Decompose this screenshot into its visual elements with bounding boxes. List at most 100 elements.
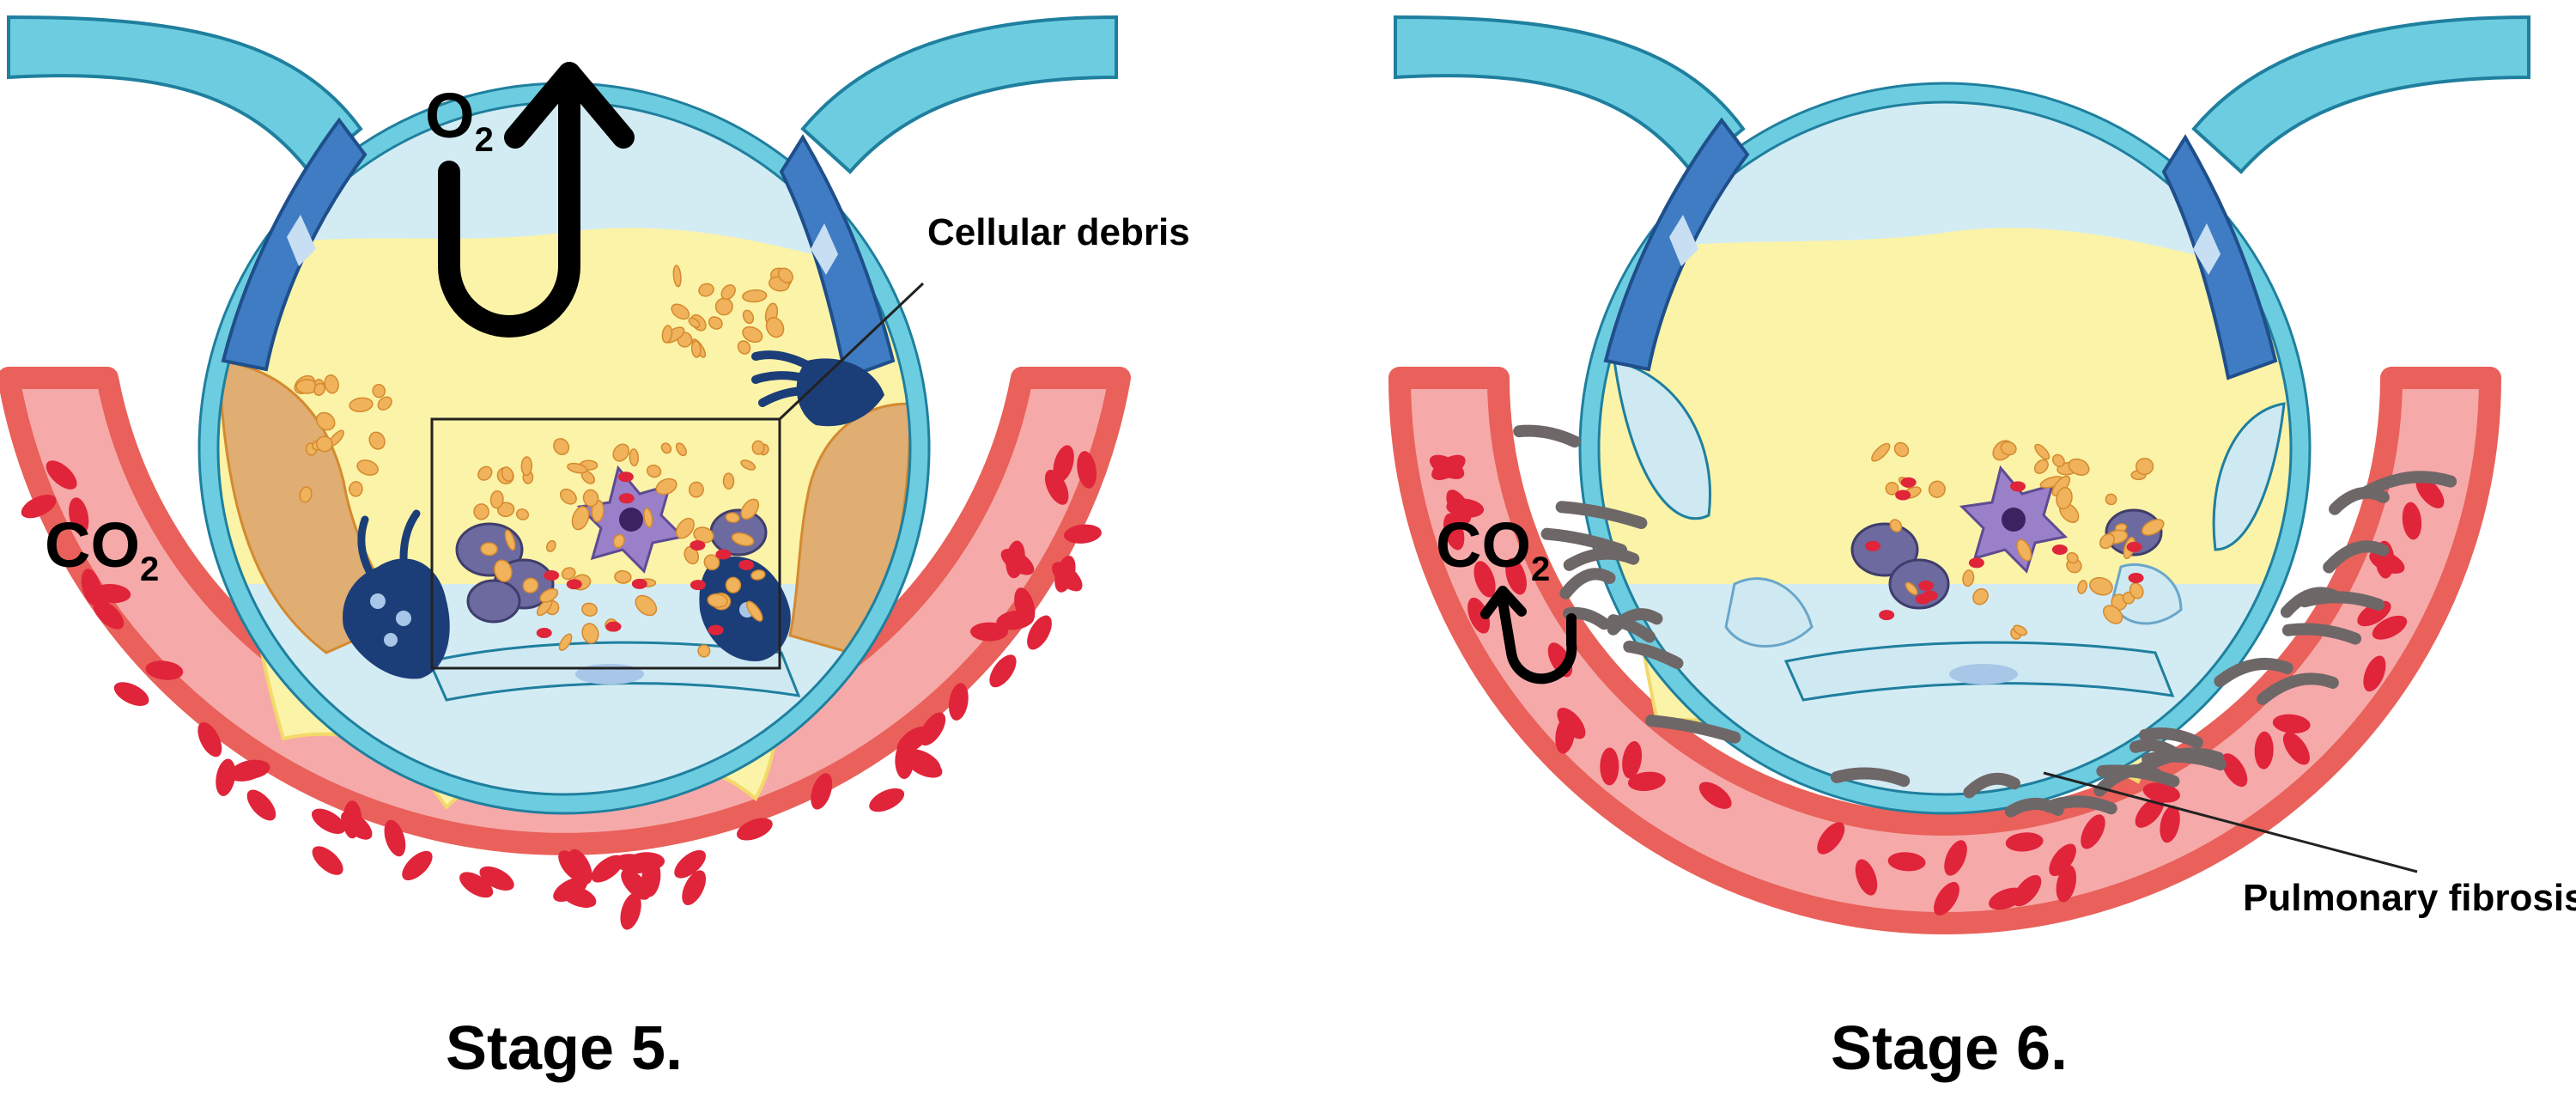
debris-particle: [504, 529, 516, 551]
debris-particle: [571, 506, 590, 531]
debris-particle: [618, 493, 635, 504]
red-blood-cell: [1429, 454, 1465, 479]
fibrosis-strand: [2329, 486, 2390, 515]
red-blood-cell: [1473, 561, 1496, 598]
debris-particle: [313, 382, 325, 397]
red-blood-cell: [384, 819, 406, 857]
debris-particle: [605, 621, 622, 632]
debris-particle: [1885, 481, 1899, 496]
debris-particle: [765, 317, 785, 338]
fibrosis-strand: [1513, 424, 1581, 448]
debris-particle: [2128, 573, 2144, 584]
debris-particle: [582, 489, 599, 508]
red-blood-cell: [21, 495, 57, 519]
fibrosis-strand: [1555, 501, 1648, 530]
fibrosis-strand: [1563, 547, 1640, 571]
debris-particle: [2010, 481, 2026, 492]
debris-particle: [660, 442, 672, 454]
debris-particle: [1962, 569, 1975, 587]
red-blood-cell: [1887, 852, 1926, 872]
debris-particle: [714, 297, 733, 316]
debris-particle: [740, 459, 756, 471]
co2-small-arrow: [1498, 596, 1577, 684]
oxygen-up-arrow: [438, 75, 580, 338]
red-blood-cell: [1052, 562, 1083, 592]
red-blood-cell: [69, 497, 89, 535]
debris-particle: [1879, 610, 1895, 621]
debris-particle: [2033, 459, 2049, 474]
red-blood-cell: [1944, 840, 1967, 876]
red-blood-cell: [969, 622, 1008, 642]
airway-left-tube: [1394, 15, 1746, 174]
debris-particle: [501, 466, 514, 482]
debris-particle: [480, 542, 498, 557]
debris-particle: [315, 435, 333, 453]
red-blood-cell: [553, 877, 588, 903]
debris-particle: [688, 317, 701, 329]
debris-particle: [690, 539, 706, 551]
red-blood-cell: [216, 758, 236, 797]
debris-particle: [1968, 557, 1984, 569]
debris-particle: [675, 442, 687, 457]
debris-particle: [720, 284, 736, 301]
red-blood-cell: [1505, 557, 1527, 595]
debris-particle: [2068, 458, 2090, 476]
red-blood-cell: [1044, 469, 1069, 505]
debris-particle: [725, 512, 740, 523]
stage-6-panel: CO2 Pulmonary fibrosis Stage 6.: [1388, 15, 2576, 1083]
debris-particle: [698, 283, 714, 297]
debris-particle: [655, 478, 677, 496]
fibrosis-strand: [2323, 540, 2390, 574]
red-blood-cell: [341, 811, 373, 840]
pulmonary-fibrosis-label: Pulmonary fibrosis: [2243, 877, 2576, 919]
debris-particle: [671, 303, 690, 320]
stage-6-title: Stage 6.: [1831, 1014, 2068, 1083]
stage-5-title: Stage 5.: [446, 1014, 683, 1083]
debris-particle: [697, 644, 711, 658]
fibrosis-strand: [2043, 795, 2117, 815]
debris-particle: [722, 472, 735, 490]
debris-particle: [707, 593, 728, 608]
red-blood-cell: [2013, 874, 2042, 907]
debris-particle: [703, 554, 720, 571]
debris-particle: [522, 577, 539, 593]
debris-particle: [2066, 551, 2079, 564]
debris-particle: [489, 490, 504, 509]
red-blood-cell: [2272, 714, 2311, 733]
debris-particle: [1895, 490, 1911, 501]
debris-particle: [477, 465, 493, 481]
debris-particle: [750, 569, 766, 581]
debris-particle: [688, 481, 704, 498]
red-blood-cell: [2402, 502, 2422, 540]
debris-particle: [559, 488, 577, 505]
debris-particle: [725, 576, 742, 593]
debris-particle: [567, 462, 588, 474]
alveolus: [1578, 82, 2312, 815]
red-blood-cell: [1027, 615, 1052, 650]
capillary-vessel: [1388, 367, 2501, 934]
red-blood-cell: [2081, 814, 2105, 849]
cellular-debris-inset-box: [430, 417, 781, 670]
debris-particle: [2105, 493, 2117, 506]
red-blood-cell: [2142, 782, 2181, 803]
debris-particle: [614, 569, 632, 584]
red-blood-cell: [311, 808, 346, 834]
debris-particle: [1893, 441, 1910, 458]
debris-particle: [2102, 605, 2123, 624]
debris-particle: [2016, 538, 2032, 562]
red-blood-cell: [811, 773, 833, 810]
debris-particle: [738, 559, 755, 570]
debris-particle: [544, 569, 560, 581]
debris-particle: [1871, 442, 1891, 462]
red-blood-cell: [2369, 550, 2405, 574]
debris-particle: [539, 587, 559, 603]
debris-particle: [368, 431, 386, 450]
red-blood-cell: [568, 849, 592, 885]
debris-particle: [635, 594, 658, 617]
debris-particle: [731, 532, 755, 547]
debris-particle: [536, 627, 552, 638]
red-blood-cell: [2221, 753, 2248, 788]
red-blood-cell: [228, 761, 266, 782]
red-blood-cell: [246, 789, 276, 821]
